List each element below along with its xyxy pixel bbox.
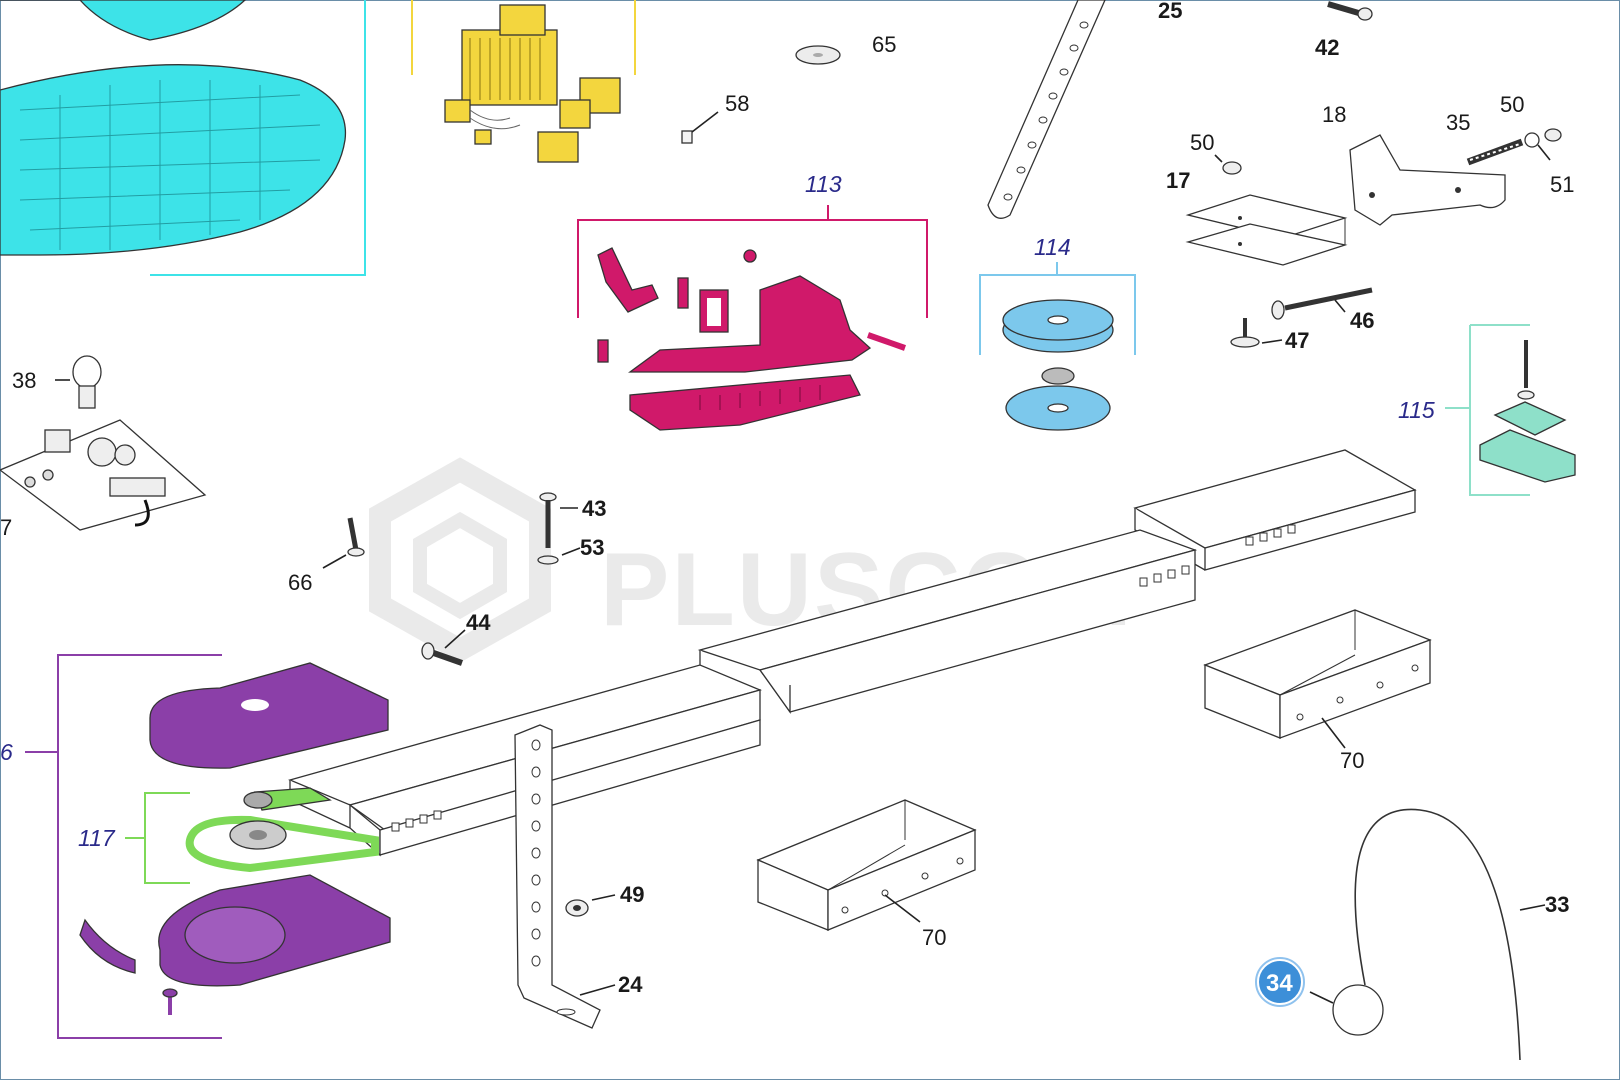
group-115-bracket: 115 (1398, 324, 1576, 496)
part-37-control-board: 7 (0, 419, 207, 540)
group-116-drive-housing: 6 (0, 654, 391, 1039)
group-117-belt: 117 (78, 787, 379, 884)
part-51-washer: 51 (1524, 132, 1574, 197)
group-113-carriage: 113 (577, 171, 928, 431)
part-70-channel-a: 70 (1203, 609, 1432, 773)
label-50-b: 50 (1500, 92, 1524, 117)
label-38: 38 (12, 368, 36, 393)
label-44: 44 (466, 610, 491, 635)
label-18: 18 (1322, 102, 1346, 127)
group-label-117: 117 (78, 825, 116, 851)
label-24: 24 (618, 972, 643, 997)
label-49: 49 (620, 882, 644, 907)
part-42-screw: 42 (1315, 1, 1373, 60)
group-label-115: 115 (1398, 397, 1435, 423)
part-34-pull-knob (1309, 984, 1384, 1036)
part-38-lamp: 38 (12, 355, 102, 409)
label-33: 33 (1545, 892, 1569, 917)
part-25-strap: 25 (987, 0, 1182, 219)
label-58: 58 (725, 91, 749, 116)
part-18-bracket: 18 (1322, 102, 1506, 226)
part-49-nut: 49 (565, 882, 644, 917)
label-47: 47 (1285, 328, 1309, 353)
badge-34-label: 34 (1266, 970, 1293, 997)
part-47-bolt: 47 (1230, 318, 1309, 353)
part-24-bracket: 24 (514, 724, 643, 1029)
label-35: 35 (1446, 110, 1470, 135)
label-17: 17 (1166, 168, 1190, 193)
group-label-114: 114 (1034, 234, 1071, 260)
part-66-screw: 66 (288, 517, 365, 595)
label-65: 65 (872, 32, 896, 57)
part-33-cable: 33 (1354, 808, 1569, 1061)
group-label-116: 6 (0, 739, 13, 765)
label-51: 51 (1550, 172, 1574, 197)
part-17-bracket: 17 (1166, 168, 1348, 266)
cover-assembly (0, 0, 366, 276)
part-50-nut-a: 50 (1190, 130, 1242, 175)
part-44-screw: 44 (421, 610, 491, 666)
label-70-b: 70 (922, 925, 946, 950)
label-66: 66 (288, 570, 312, 595)
part-46-bolt: 46 (1271, 287, 1374, 333)
label-50-a: 50 (1190, 130, 1214, 155)
part-53-washer: 53 (537, 535, 604, 565)
part-65-washer: 65 (795, 32, 896, 65)
rail-assembly (288, 449, 1417, 857)
part-58-nut: 58 (681, 91, 749, 144)
label-46: 46 (1350, 308, 1374, 333)
label-70-a: 70 (1340, 748, 1364, 773)
part-35-spring: 35 (1446, 110, 1524, 166)
label-43: 43 (582, 496, 606, 521)
part-70-channel-b: 70 (756, 799, 977, 950)
label-53: 53 (580, 535, 604, 560)
label-42: 42 (1315, 35, 1339, 60)
group-114-pulley: 114 (979, 234, 1136, 431)
part-50-nut-b: 50 (1500, 92, 1562, 142)
part-43-bolt: 43 (539, 492, 606, 548)
label-25: 25 (1158, 0, 1182, 23)
badge-34[interactable]: 34 (1255, 957, 1305, 1007)
label-37: 7 (0, 515, 12, 540)
group-label-113: 113 (805, 171, 842, 197)
transformer-assembly (411, 0, 636, 163)
